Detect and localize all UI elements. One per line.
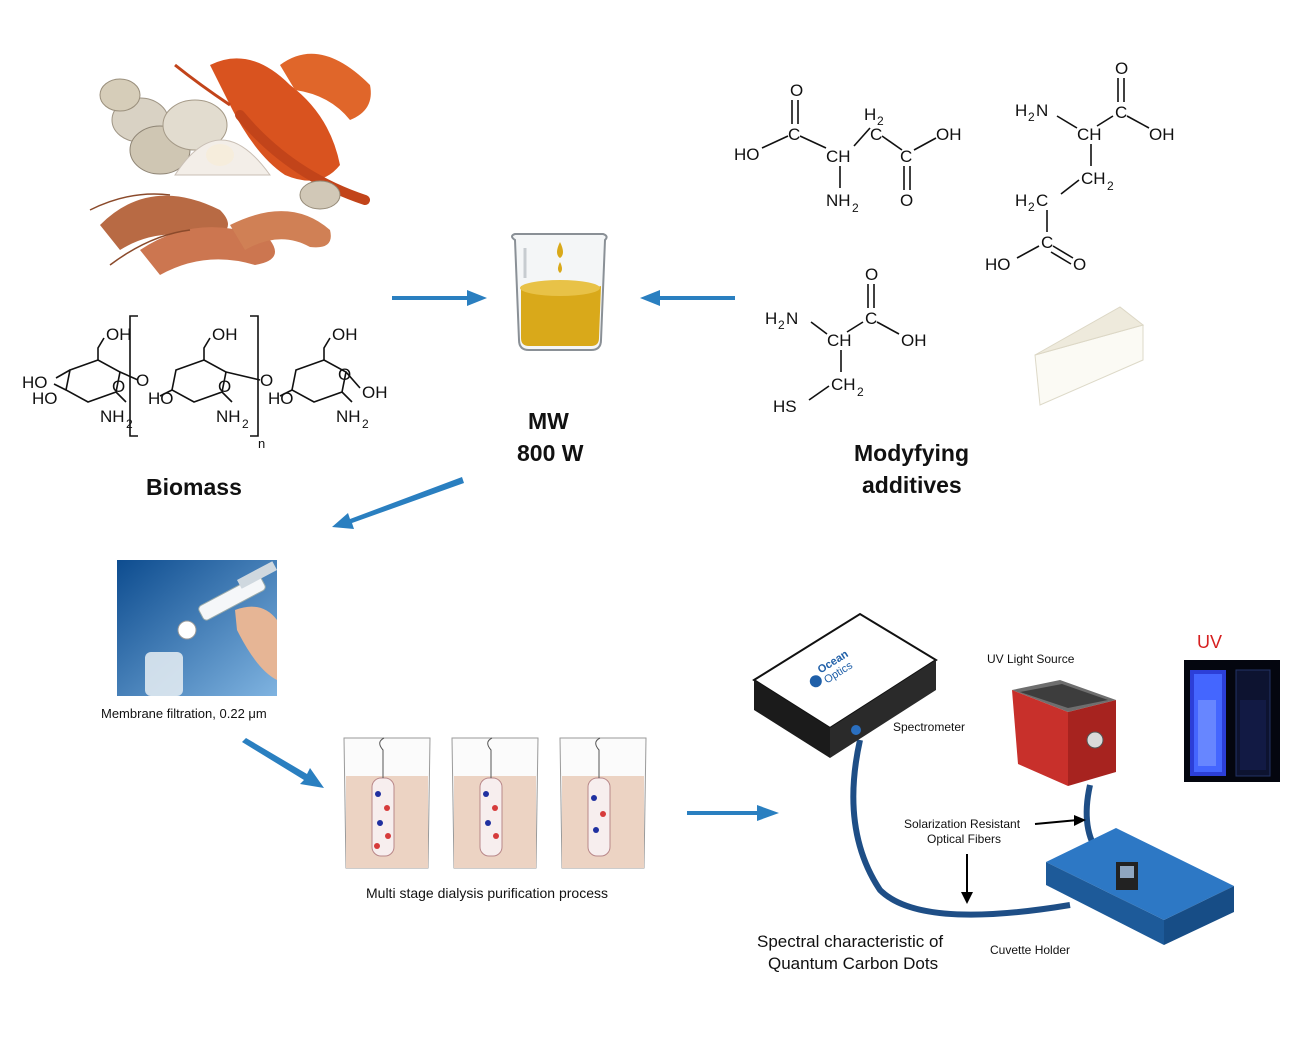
chitosan-ho-1b: HO: [32, 389, 58, 408]
svg-text:2: 2: [242, 417, 249, 431]
spectrometer-device: Ocean Optics: [752, 612, 938, 758]
spectrometer-label: Spectrometer: [893, 720, 966, 734]
svg-text:2: 2: [1107, 179, 1114, 193]
glu-o-top: O: [1115, 59, 1128, 78]
arrow-beaker-to-filtration: [332, 477, 464, 529]
uv-light-source-device: [1012, 680, 1116, 786]
glu-ch2-a: CH: [1081, 169, 1106, 188]
chitosan-oh-1: OH: [106, 325, 132, 344]
syringe-filtration-image: [117, 560, 278, 696]
chitosan-ring-o-3: O: [338, 365, 351, 384]
asp-h2: H: [864, 105, 876, 124]
chitosan-nh2-1: NH: [100, 407, 125, 426]
uv-label: UV: [1197, 632, 1223, 652]
chitosan-nh2-2: NH: [216, 407, 241, 426]
modifying-label-line1: Modyfying: [854, 440, 969, 466]
glu-o-bottom: O: [1073, 255, 1086, 274]
fibers-label-line2: Optical Fibers: [927, 832, 1002, 846]
chitosan-ring-o-1: O: [112, 377, 125, 396]
fibers-label-line1: Solarization Resistant: [904, 817, 1021, 831]
asp-oh: OH: [936, 125, 962, 144]
chitosan-link-o-1: O: [136, 371, 149, 390]
glutamic-acid-structure: O C OH CH H 2 N CH 2 H 2 C C HO O: [985, 59, 1175, 274]
glu-oh: OH: [1149, 125, 1175, 144]
seafood-image: [89, 53, 371, 275]
glu-h2n-h: H: [1015, 101, 1027, 120]
modifying-label-line2: additives: [862, 472, 962, 498]
chitosan-link-o-2: O: [260, 371, 273, 390]
spectrometer-setup: Ocean Optics: [752, 612, 1234, 945]
glu-h2n-n: N: [1036, 101, 1048, 120]
spectral-label-line1: Spectral characteristic of: [757, 932, 944, 951]
aspartic-acid-structure: O C HO CH NH 2 H 2 C C O OH: [734, 81, 962, 215]
uv-cuvettes-image: [1184, 660, 1280, 782]
cys-ch2: CH: [831, 375, 856, 394]
chitosan-oh-3: OH: [332, 325, 358, 344]
power-label: 800 W: [517, 440, 584, 466]
glu-h2c-c: C: [1036, 191, 1048, 210]
cuvette-holder-label: Cuvette Holder: [990, 943, 1071, 957]
chitosan-repeat-n: n: [258, 436, 265, 451]
beaker-icon: [511, 233, 608, 351]
svg-text:2: 2: [852, 201, 859, 215]
glu-ho: HO: [985, 255, 1011, 274]
asp-c3: C: [900, 147, 912, 166]
svg-text:2: 2: [877, 114, 884, 128]
glu-ch: CH: [1077, 125, 1102, 144]
cheese-wedge-image: [1034, 306, 1145, 406]
cys-ch: CH: [827, 331, 852, 350]
dialysis-beaker-1: [343, 737, 431, 869]
mw-label: MW: [528, 408, 569, 434]
cuvette-holder-device: [1046, 828, 1234, 945]
cys-oh: OH: [901, 331, 927, 350]
glu-c1: C: [1115, 103, 1127, 122]
chitosan-ho-1: HO: [22, 373, 48, 392]
chitosan-ho-3: HO: [268, 389, 294, 408]
dialysis-beakers: [343, 737, 647, 869]
cys-h2n-h: H: [765, 309, 777, 328]
asp-o-top: O: [790, 81, 803, 100]
uv-source-label: UV Light Source: [987, 652, 1075, 666]
asp-c2: C: [870, 125, 882, 144]
chitosan-oh-end: OH: [362, 383, 388, 402]
glu-h2c-h: H: [1015, 191, 1027, 210]
svg-text:2: 2: [1028, 200, 1035, 214]
arrow-additives-to-beaker: [640, 290, 735, 306]
asp-ho: HO: [734, 145, 760, 164]
arrow-filtration-to-dialysis: [242, 738, 324, 788]
cys-h2n-n: N: [786, 309, 798, 328]
asp-c1: C: [788, 125, 800, 144]
cys-o: O: [865, 265, 878, 284]
cys-hs: HS: [773, 397, 797, 416]
glu-c3: C: [1041, 233, 1053, 252]
membrane-label: Membrane filtration, 0.22 μm: [101, 706, 267, 721]
fiber-arrow-right: [1034, 819, 1079, 825]
arrow-dialysis-to-spectral: [687, 805, 779, 821]
chitosan-ho-2: HO: [148, 389, 174, 408]
dialysis-label: Multi stage dialysis purification proces…: [366, 885, 608, 901]
asp-o-bottom: O: [900, 191, 913, 210]
cys-c: C: [865, 309, 877, 328]
arrow-biomass-to-beaker: [392, 290, 487, 306]
chitosan-structure: OH HO HO O NH 2 O n OH HO O NH 2 O OH HO…: [22, 315, 388, 451]
spectral-label-line2: Quantum Carbon Dots: [768, 954, 939, 973]
asp-ch: CH: [826, 147, 851, 166]
svg-text:2: 2: [362, 417, 369, 431]
biomass-label: Biomass: [146, 474, 242, 500]
cysteine-structure: O C OH CH H 2 N CH 2 HS: [765, 265, 927, 416]
chitosan-nh2-3: NH: [336, 407, 361, 426]
svg-text:2: 2: [778, 318, 785, 332]
svg-text:2: 2: [1028, 110, 1035, 124]
dialysis-beaker-3: [559, 737, 647, 869]
dialysis-beaker-2: [451, 737, 539, 869]
asp-nh2: NH: [826, 191, 851, 210]
chitosan-oh-2: OH: [212, 325, 238, 344]
chitosan-ring-o-2: O: [218, 377, 231, 396]
svg-text:2: 2: [857, 385, 864, 399]
